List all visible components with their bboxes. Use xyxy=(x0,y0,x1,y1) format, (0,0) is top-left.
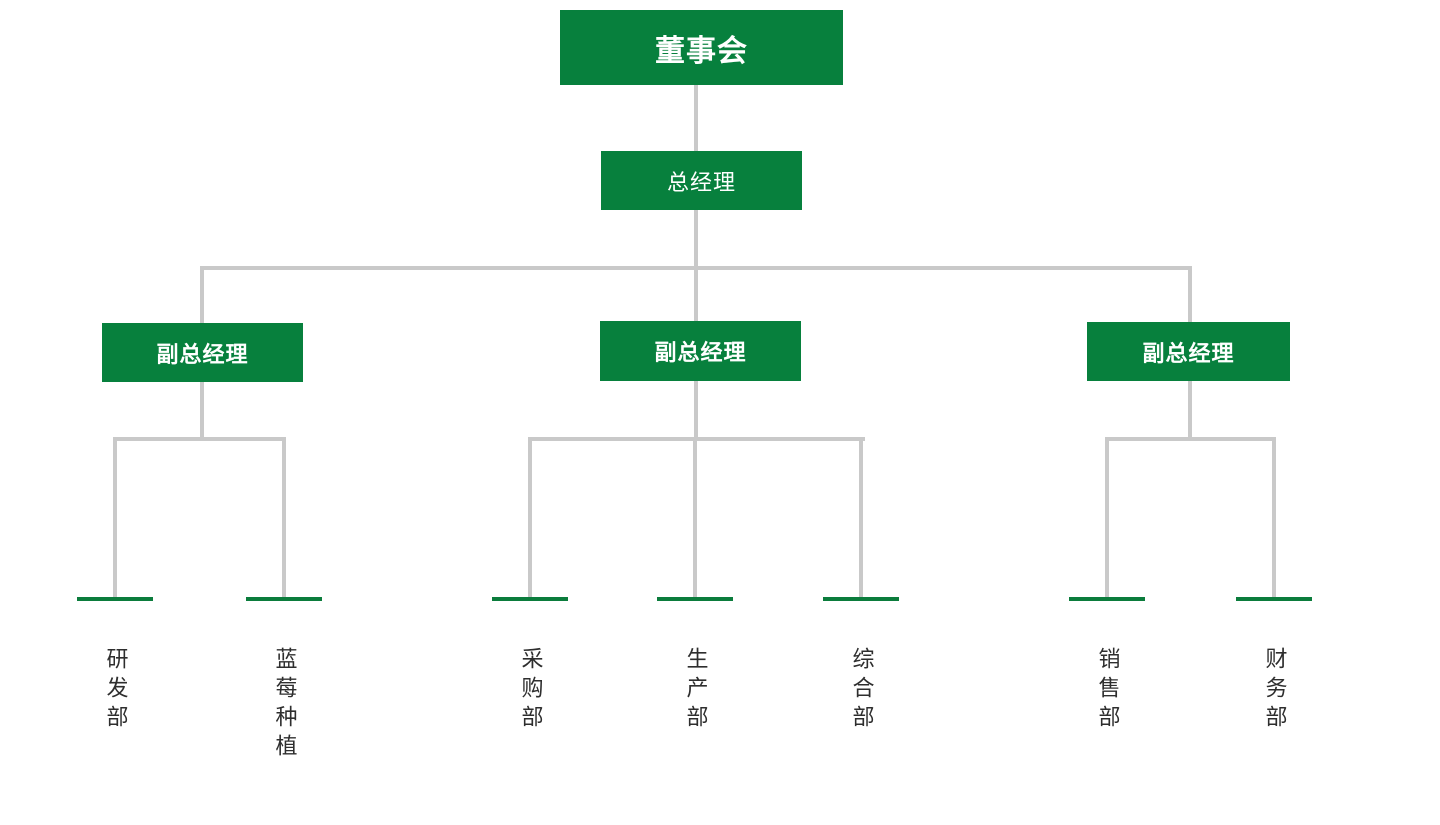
node-deputy-general-manager-2-label: 副总经理 xyxy=(654,340,747,365)
dept-node-finance[interactable]: 财务部 xyxy=(1236,597,1312,734)
connector-gm-stem xyxy=(694,210,698,270)
dept-node-sales[interactable]: 销售部 xyxy=(1069,597,1145,734)
node-general-manager-label: 总经理 xyxy=(666,169,736,195)
dept-label-sales: 销售部 xyxy=(1094,647,1120,734)
connector-drop-blueberry xyxy=(282,437,286,601)
connector-drop-sales xyxy=(1105,437,1109,601)
connector-bus-to-vgm-1 xyxy=(200,266,204,323)
connector-board-to-gm xyxy=(694,85,698,151)
connector-drop-purchasing xyxy=(528,437,532,601)
dept-rule-rnd xyxy=(77,597,153,601)
connector-vgm3-stem xyxy=(1188,381,1192,441)
node-deputy-general-manager-1-label: 副总经理 xyxy=(156,341,249,367)
connector-drop-general-affairs xyxy=(859,437,863,601)
dept-label-production: 生产部 xyxy=(682,647,708,734)
connector-bus-to-vgm-3 xyxy=(1188,266,1192,322)
dept-label-finance: 财务部 xyxy=(1261,647,1287,734)
dept-node-blueberry-planting[interactable]: 蓝莓种植 xyxy=(246,597,322,763)
connector-bus-group-3 xyxy=(1105,437,1276,441)
connector-vgm1-stem xyxy=(200,382,204,441)
node-deputy-general-manager-2[interactable]: 副总经理 xyxy=(600,321,801,381)
dept-rule-finance xyxy=(1236,597,1312,601)
dept-label-blueberry-planting: 蓝莓种植 xyxy=(271,647,297,763)
connector-drop-finance xyxy=(1272,437,1276,601)
connector-vgm2-stem xyxy=(694,381,698,441)
connector-bus-to-vgm-2 xyxy=(694,266,698,321)
dept-node-rnd[interactable]: 研发部 xyxy=(77,597,153,734)
dept-rule-production xyxy=(657,597,733,601)
dept-rule-purchasing xyxy=(492,597,568,601)
dept-label-rnd: 研发部 xyxy=(102,647,128,734)
connector-bus-group-1 xyxy=(113,437,286,441)
dept-node-general-affairs[interactable]: 综合部 xyxy=(823,597,899,734)
connector-drop-rnd xyxy=(113,437,117,601)
node-board-of-directors-label: 董事会 xyxy=(655,34,748,68)
node-deputy-general-manager-3[interactable]: 副总经理 xyxy=(1087,322,1290,381)
node-general-manager[interactable]: 总经理 xyxy=(601,151,802,210)
dept-label-purchasing: 采购部 xyxy=(517,647,543,734)
dept-rule-blueberry-planting xyxy=(246,597,322,601)
connector-drop-production xyxy=(693,437,697,601)
dept-label-general-affairs: 综合部 xyxy=(848,647,874,734)
dept-rule-sales xyxy=(1069,597,1145,601)
dept-node-production[interactable]: 生产部 xyxy=(657,597,733,734)
dept-node-purchasing[interactable]: 采购部 xyxy=(492,597,568,734)
dept-rule-general-affairs xyxy=(823,597,899,601)
node-deputy-general-manager-1[interactable]: 副总经理 xyxy=(102,323,303,382)
node-board-of-directors[interactable]: 董事会 xyxy=(560,10,843,85)
node-deputy-general-manager-3-label: 副总经理 xyxy=(1142,340,1235,366)
